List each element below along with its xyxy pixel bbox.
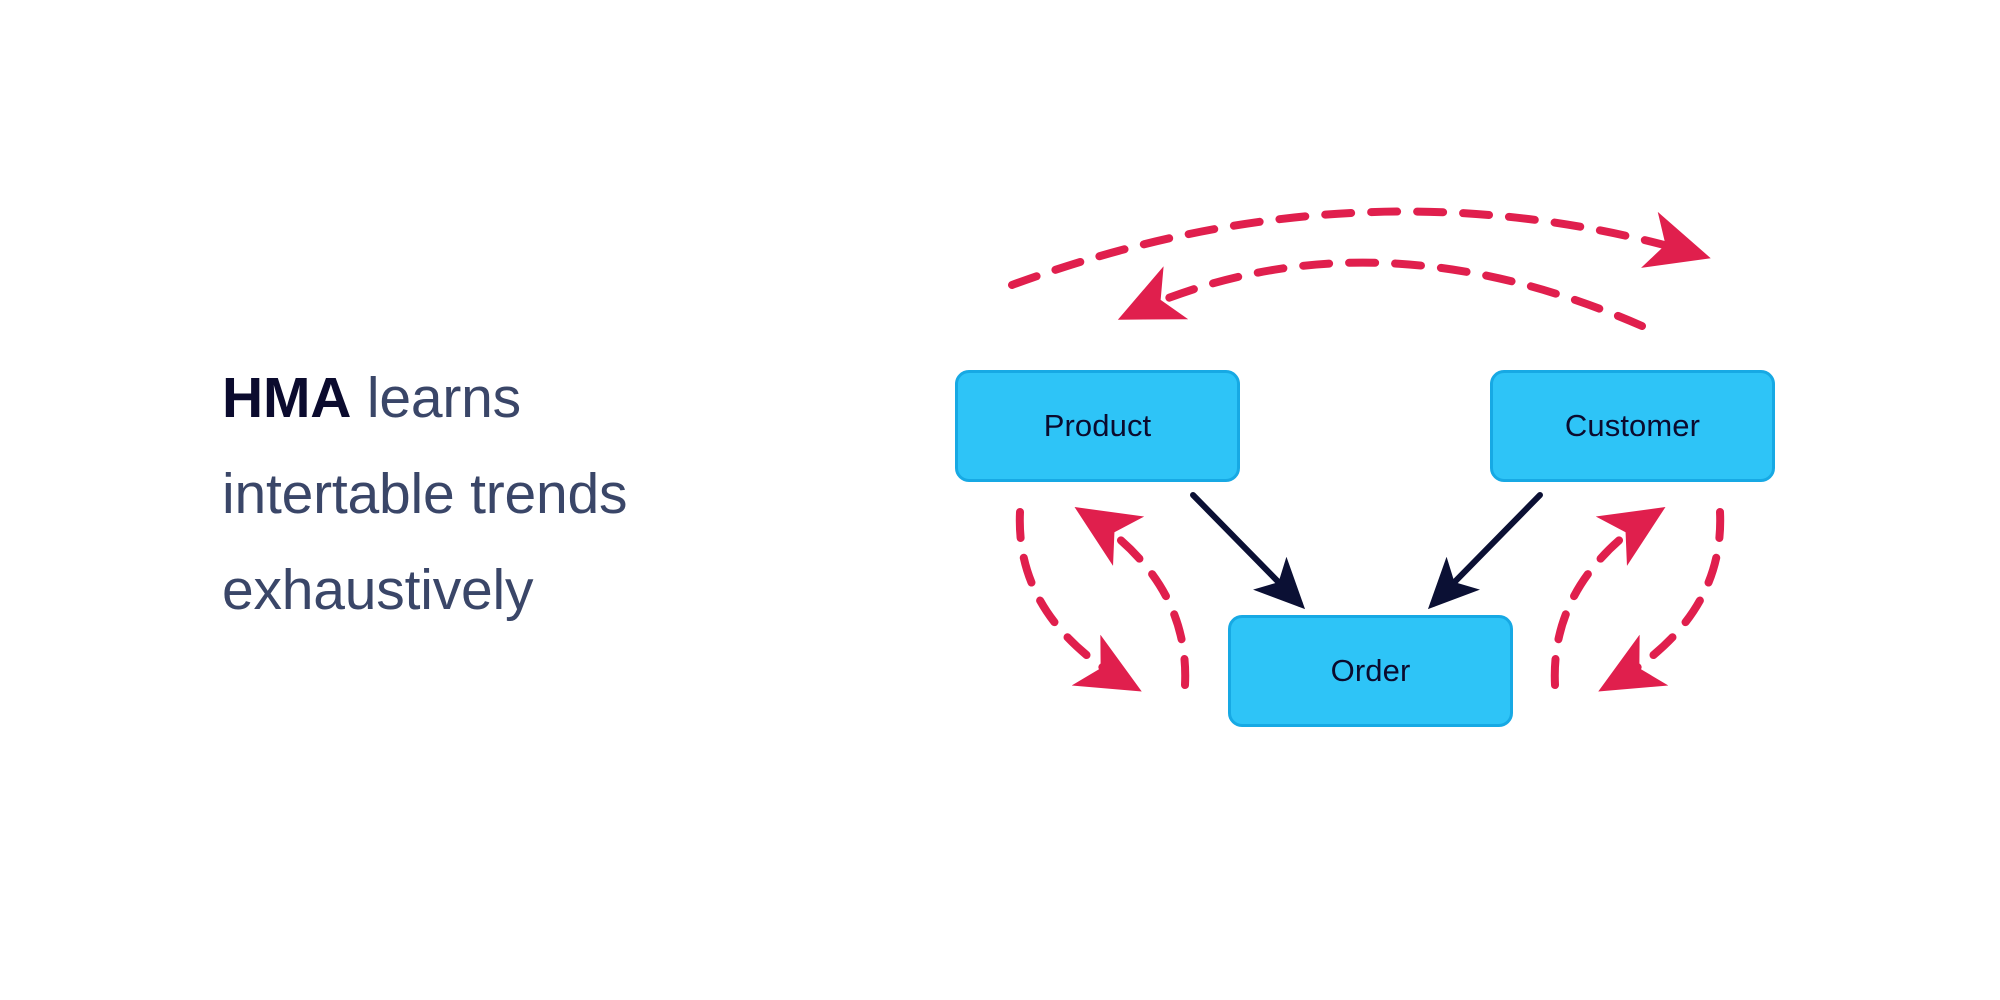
solid-edge-product-order — [1190, 492, 1306, 610]
headline-line-1: HMA learns — [222, 350, 822, 446]
dashed-edge-order-to-customer — [1550, 507, 1666, 689]
headline-line-1-rest: learns — [351, 366, 521, 430]
dashed-edge-customer-to-product — [1117, 258, 1646, 330]
dashed-edge-customer-to-order — [1598, 508, 1725, 692]
solid-edge-customer-order — [1427, 492, 1543, 610]
headline-strong-term: HMA — [222, 366, 352, 430]
node-product[interactable]: Product — [955, 370, 1240, 482]
node-product-label: Product — [1043, 408, 1152, 443]
node-order[interactable]: Order — [1228, 615, 1513, 727]
dashed-edge-order-to-product — [1074, 507, 1190, 689]
dashed-edge-product-to-order — [1015, 508, 1142, 692]
diagram-edges — [1008, 207, 1725, 692]
node-customer[interactable]: Customer — [1490, 370, 1775, 482]
headline-line-2: intertable trends — [222, 462, 628, 526]
dashed-edge-product-to-customer — [1008, 207, 1711, 289]
relationship-diagram: Product Customer Order — [900, 180, 1900, 820]
headline-block: HMA learns intertable trends exhaustivel… — [222, 350, 822, 638]
headline-line-3: exhaustively — [222, 558, 534, 622]
node-customer-label: Customer — [1564, 408, 1701, 443]
node-order-label: Order — [1330, 653, 1411, 688]
